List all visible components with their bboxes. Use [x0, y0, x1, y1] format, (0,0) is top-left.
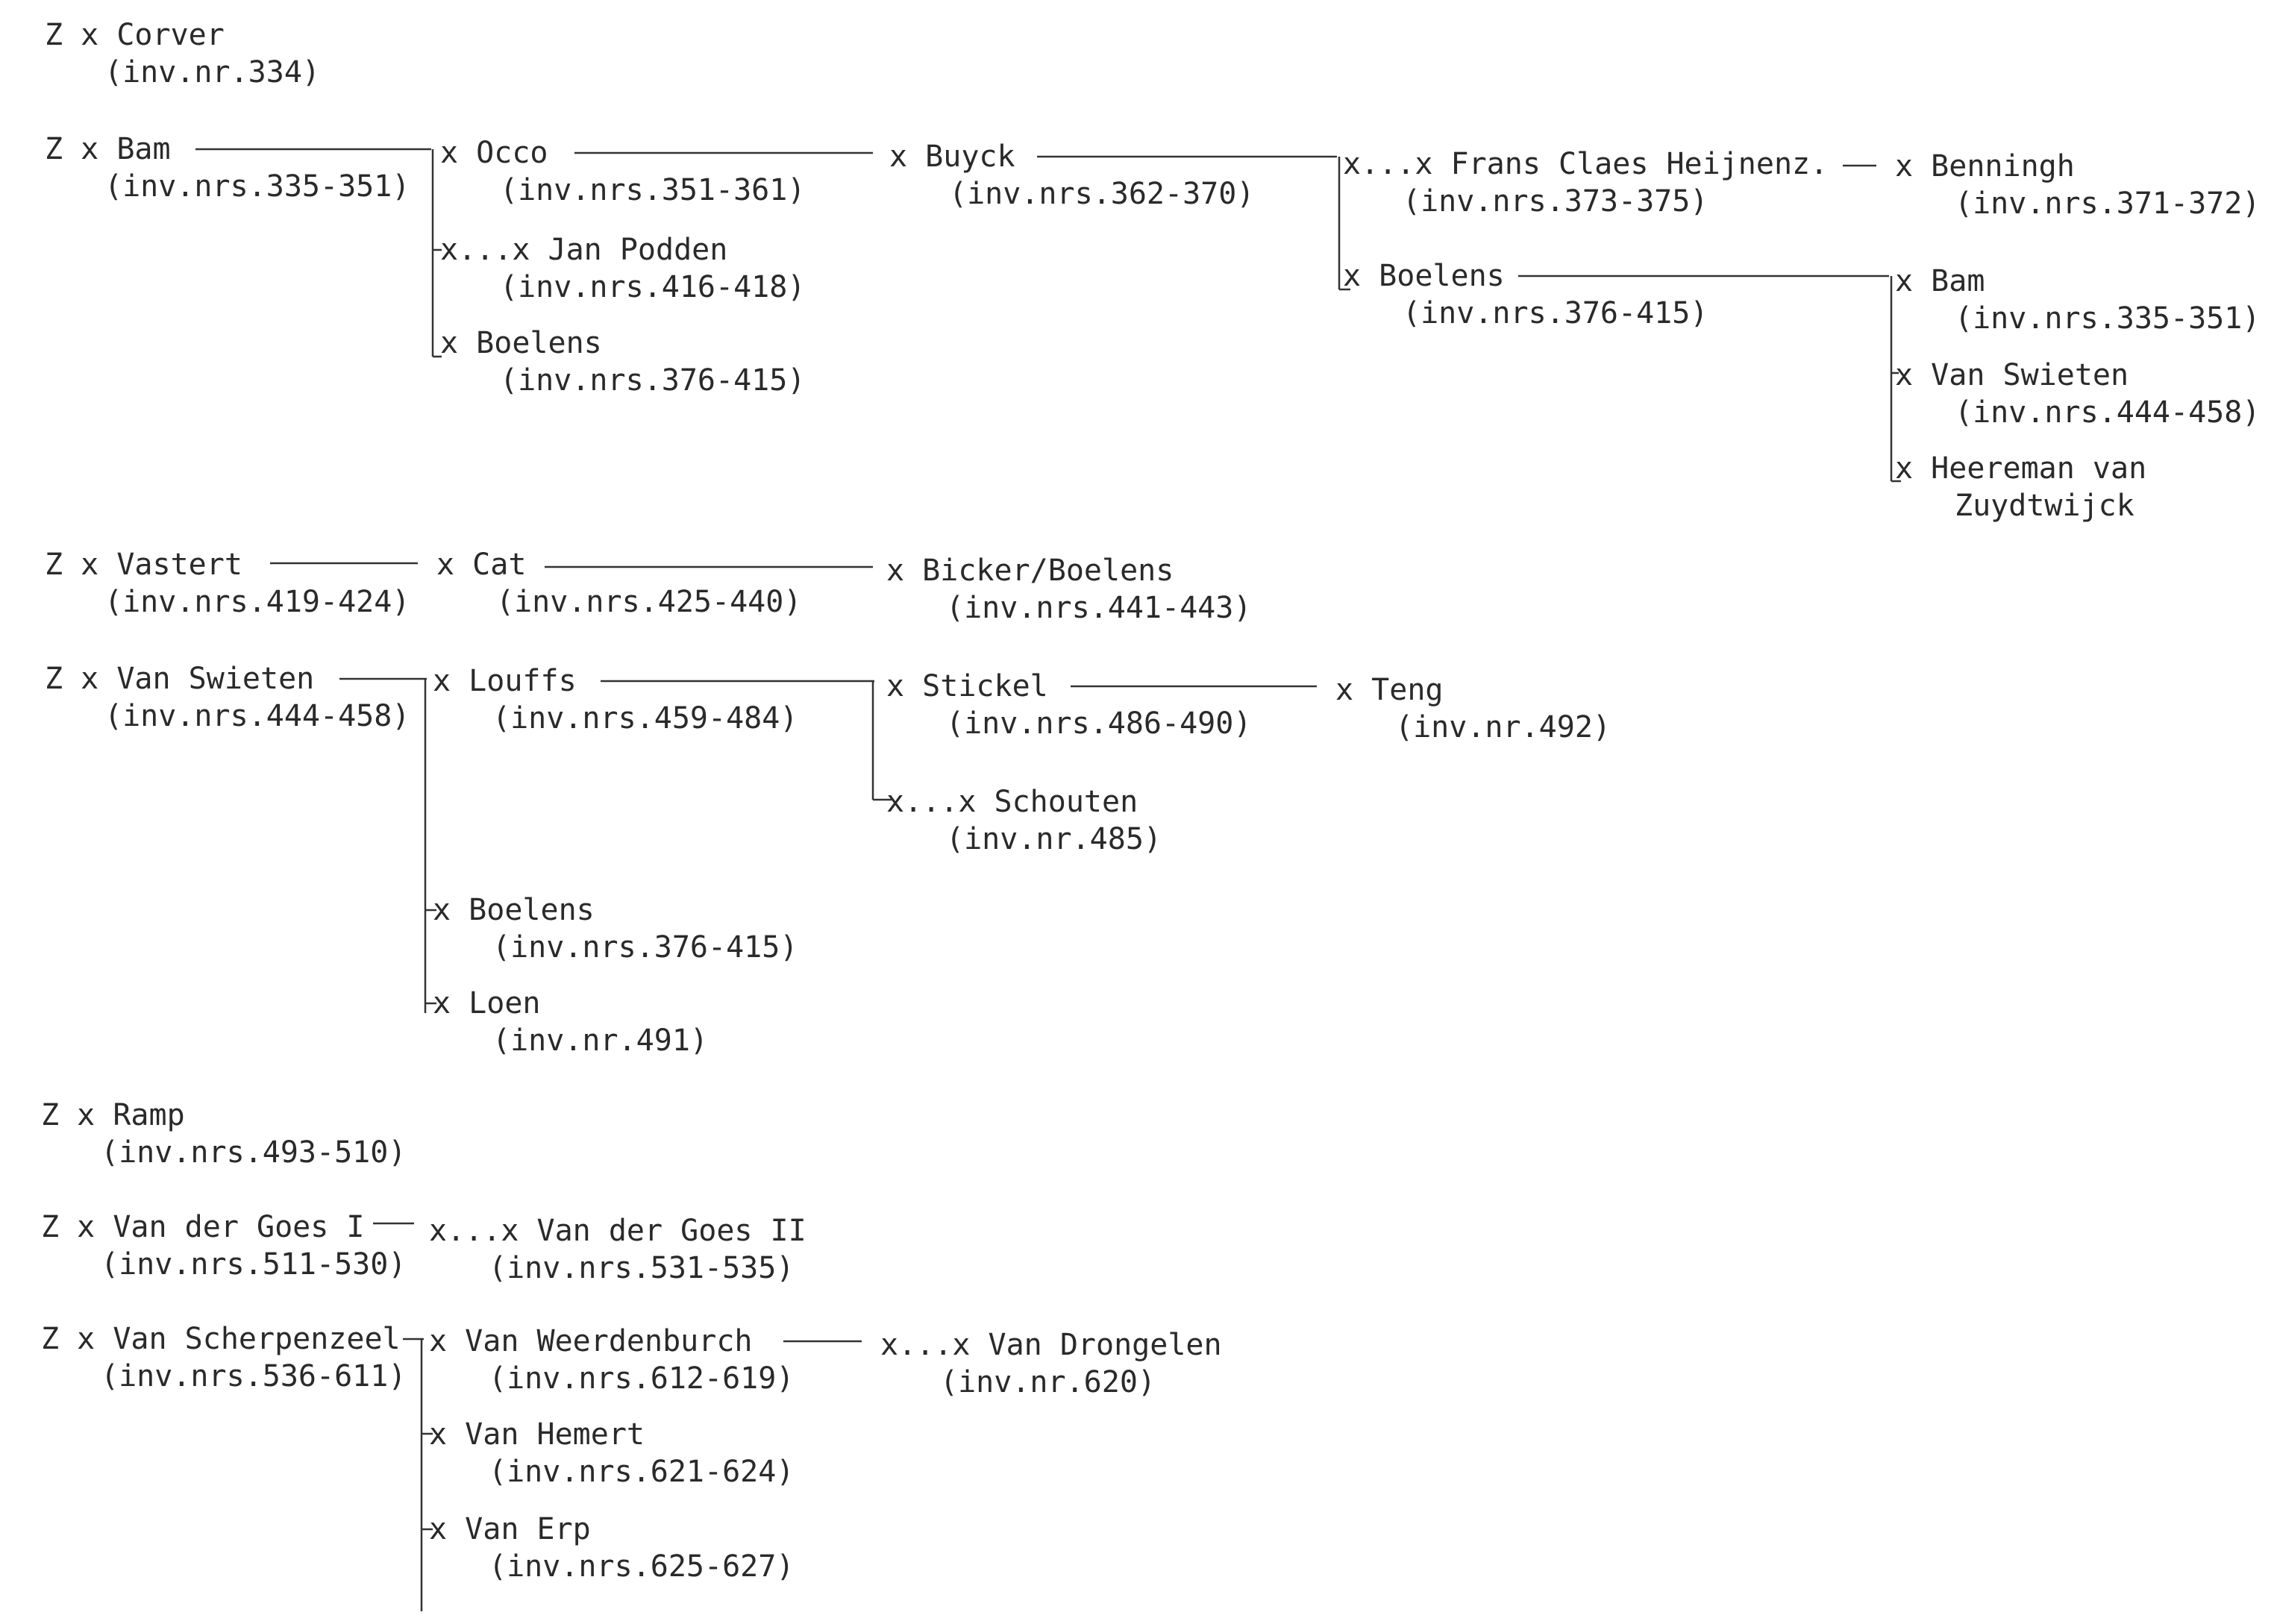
node-van-hemert: x Van Hemert (inv.nrs.621-624) [429, 1416, 794, 1490]
node-ramp: Z x Ramp (inv.nrs.493-510) [41, 1097, 406, 1171]
node-inv: (inv.nrs.376-415) [1403, 296, 1708, 330]
node-name: x Louffs [433, 664, 577, 698]
node-name: Z x Van Scherpenzeel [41, 1322, 401, 1356]
node-van-der-goes-1: Z x Van der Goes I (inv.nrs.511-530) [41, 1208, 406, 1283]
node-inv: (inv.nrs.362-370) [949, 177, 1255, 211]
node-name: x Stickel [886, 669, 1048, 703]
node-name: x Teng [1335, 673, 1444, 707]
node-name: x Van Hemert [429, 1417, 645, 1452]
node-name: x Heereman van [1895, 451, 2147, 486]
node-name: Z x Ramp [41, 1098, 185, 1132]
node-name: x Loen [433, 986, 541, 1021]
node-name: Z x Corver [45, 18, 225, 52]
node-name: x Boelens [440, 326, 602, 360]
node-heereman-van-zuydtwijck: x Heereman van Zuydtwijck [1895, 450, 2146, 524]
node-inv: (inv.nrs.416-418) [500, 270, 806, 304]
node-inv: (inv.nrs.621-624) [489, 1455, 795, 1489]
node-inv: (inv.nrs.419-424) [104, 585, 410, 619]
node-inv: Zuydtwijck [1955, 489, 2134, 523]
node-name: Z x Vastert [45, 548, 242, 582]
node-name: Z x Van der Goes I [41, 1210, 365, 1244]
node-name: x Benningh [1895, 149, 2075, 184]
node-inv: (inv.nrs.612-619) [489, 1361, 795, 1396]
node-inv: (inv.nrs.536-611) [101, 1359, 407, 1393]
node-name: x Boelens [433, 893, 595, 927]
node-louffs: x Louffs (inv.nrs.459-484) [433, 662, 798, 737]
node-van-swieten-2: x Van Swieten (inv.nrs.444-458) [1895, 357, 2260, 431]
node-name: x...x Frans Claes Heijnenz. [1343, 147, 1829, 181]
node-frans-claes-heijnenz: x...x Frans Claes Heijnenz. (inv.nrs.373… [1343, 145, 1828, 220]
node-inv: (inv.nrs.335-351) [1955, 301, 2261, 336]
node-inv: (inv.nrs.376-415) [492, 930, 798, 965]
node-inv: (inv.nrs.373-375) [1403, 184, 1708, 219]
node-inv: (inv.nrs.511-530) [101, 1247, 407, 1282]
node-name: x...x Van der Goes II [429, 1214, 806, 1248]
node-cat: x Cat (inv.nrs.425-440) [436, 546, 801, 621]
node-stickel: x Stickel (inv.nrs.486-490) [886, 668, 1251, 742]
node-bam-2: x Bam (inv.nrs.335-351) [1895, 263, 2260, 337]
node-inv: (inv.nrs.335-351) [104, 169, 410, 204]
node-inv: (inv.nrs.441-443) [946, 591, 1252, 625]
node-inv: (inv.nrs.625-627) [489, 1549, 795, 1584]
node-van-scherpenzeel: Z x Van Scherpenzeel (inv.nrs.536-611) [41, 1320, 406, 1395]
node-name: x Van Swieten [1895, 358, 2129, 392]
node-van-drongelen: x...x Van Drongelen (inv.nr.620) [880, 1326, 1222, 1401]
node-van-der-goes-2: x...x Van der Goes II (inv.nrs.531-535) [429, 1212, 806, 1287]
node-benningh: x Benningh (inv.nrs.371-372) [1895, 148, 2260, 222]
node-bicker-boelens: x Bicker/Boelens (inv.nrs.441-443) [886, 552, 1251, 627]
node-inv: (inv.nrs.444-458) [104, 699, 410, 733]
node-inv: (inv.nrs.444-458) [1955, 395, 2261, 430]
node-name: x Buyck [889, 139, 1015, 174]
node-occo: x Occo (inv.nrs.351-361) [440, 134, 805, 209]
node-name: x Bam [1895, 264, 1985, 298]
node-name: x...x Van Drongelen [880, 1328, 1222, 1362]
node-buyck: x Buyck (inv.nrs.362-370) [889, 138, 1254, 213]
node-corver: Z x Corver (inv.nr.334) [45, 16, 320, 91]
node-name: x...x Jan Podden [440, 233, 728, 267]
node-boelens-3: x Boelens (inv.nrs.376-415) [433, 891, 798, 966]
node-name: x Cat [436, 548, 527, 582]
node-vastert: Z x Vastert (inv.nrs.419-424) [45, 546, 410, 621]
node-van-erp: x Van Erp (inv.nrs.625-627) [429, 1511, 794, 1585]
node-name: x Van Erp [429, 1512, 591, 1546]
node-teng: x Teng (inv.nr.492) [1335, 671, 1611, 746]
node-inv: (inv.nrs.351-361) [500, 173, 806, 207]
node-inv: (inv.nr.334) [104, 55, 320, 90]
node-schouten: x...x Schouten (inv.nr.485) [886, 783, 1162, 858]
node-name: Z x Van Swieten [45, 662, 315, 696]
node-boelens-2: x Boelens (inv.nrs.376-415) [1343, 257, 1708, 332]
node-inv: (inv.nr.620) [940, 1365, 1156, 1399]
node-bam: Z x Bam (inv.nrs.335-351) [45, 131, 410, 205]
node-loen: x Loen (inv.nr.491) [433, 985, 708, 1059]
node-inv: (inv.nrs.425-440) [496, 585, 802, 619]
node-name: x Occo [440, 136, 548, 170]
node-inv: (inv.nrs.493-510) [101, 1135, 407, 1170]
node-inv: (inv.nr.485) [946, 822, 1162, 856]
node-boelens-1: x Boelens (inv.nrs.376-415) [440, 325, 805, 399]
node-van-swieten: Z x Van Swieten (inv.nrs.444-458) [45, 660, 410, 735]
node-inv: (inv.nrs.459-484) [492, 701, 798, 736]
node-inv: (inv.nrs.376-415) [500, 363, 806, 398]
node-name: x...x Schouten [886, 785, 1138, 819]
node-name: x Boelens [1343, 259, 1505, 293]
node-van-weerdenburch: x Van Weerdenburch (inv.nrs.612-619) [429, 1323, 794, 1397]
node-name: x Bicker/Boelens [886, 554, 1174, 588]
node-inv: (inv.nrs.531-535) [489, 1251, 795, 1285]
node-name: Z x Bam [45, 132, 171, 166]
node-inv: (inv.nrs.371-372) [1955, 186, 2261, 221]
node-inv: (inv.nr.492) [1395, 710, 1611, 744]
node-inv: (inv.nr.491) [492, 1023, 708, 1058]
node-name: x Van Weerdenburch [429, 1324, 753, 1358]
node-jan-podden: x...x Jan Podden (inv.nrs.416-418) [440, 231, 805, 306]
node-inv: (inv.nrs.486-490) [946, 706, 1252, 741]
